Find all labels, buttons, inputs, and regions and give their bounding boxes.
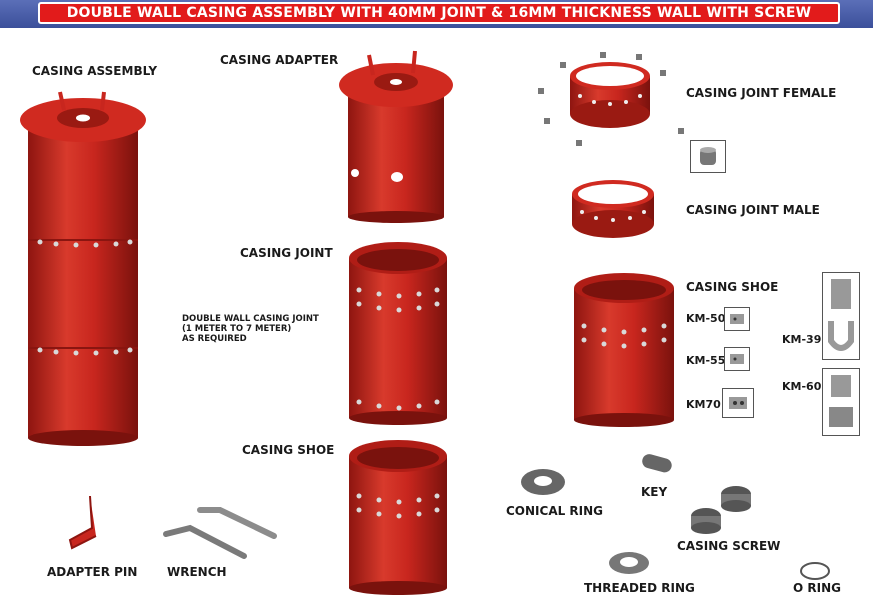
code-km60: KM-60 [782,380,822,393]
label-casing-joint-male: CASING JOINT MALE [686,203,820,217]
casing-adapter-image [339,50,453,223]
label-key: KEY [641,485,668,499]
casing-joint-female-image [538,52,684,146]
page-title: DOUBLE WALL CASING ASSEMBLY WITH 40MM JO… [66,5,812,21]
casing-shoe-right-image [574,273,674,427]
km55-teeth-image [730,354,744,364]
km70-teeth-frame [722,388,754,418]
title-box: DOUBLE WALL CASING ASSEMBLY WITH 40MM JO… [38,2,840,24]
joint-note-line1: DOUBLE WALL CASING JOINT [182,314,319,324]
casing-shoe-image [349,440,447,595]
joint-note-line3: AS REQUIRED [182,334,247,344]
km70-teeth-image [729,397,747,409]
label-o-ring: O RING [793,581,841,595]
km39-teeth-image [828,279,854,351]
label-casing-screw: CASING SCREW [677,539,781,553]
joint-note: DOUBLE WALL CASING JOINT (1 METER TO 7 M… [182,314,319,344]
label-adapter-pin: ADAPTER PIN [47,565,138,579]
code-km39: KM-39 [782,333,822,346]
label-casing-assembly: CASING ASSEMBLY [32,64,158,78]
km39-teeth-frame [822,272,860,360]
screw-detail-frame [690,140,726,173]
km50-teeth-image [730,314,744,324]
label-casing-joint: CASING JOINT [240,246,333,260]
label-wrench: WRENCH [167,565,227,579]
code-km70: KM70 [686,398,721,411]
screw-detail-image [700,147,716,165]
casing-assembly-image [20,91,146,446]
casing-screw-image [691,486,751,534]
wrench-image [163,507,277,559]
key-image [642,454,672,473]
adapter-pin-image [68,495,97,550]
code-km50: KM-50 [686,312,726,325]
km60-teeth-frame [822,368,860,436]
label-casing-shoe: CASING SHOE [242,443,335,457]
code-km55: KM-55 [686,354,726,367]
o-ring-image [800,562,830,580]
casing-joint-image [349,242,447,425]
label-casing-joint-female: CASING JOINT FEMALE [686,86,837,100]
casing-joint-male-image [572,180,654,238]
joint-note-line2: (1 METER TO 7 METER) [182,324,292,334]
km60-teeth-image [829,375,853,427]
km55-teeth-frame [724,347,750,371]
label-conical-ring: CONICAL RING [506,504,604,518]
conical-ring-image [521,469,565,495]
label-casing-adapter: CASING ADAPTER [220,53,339,67]
header-banner: DOUBLE WALL CASING ASSEMBLY WITH 40MM JO… [0,0,873,28]
label-casing-shoe-right: CASING SHOE [686,280,779,294]
threaded-ring-image [609,552,649,574]
km50-teeth-frame [724,307,750,331]
label-threaded-ring: THREADED RING [584,581,695,595]
